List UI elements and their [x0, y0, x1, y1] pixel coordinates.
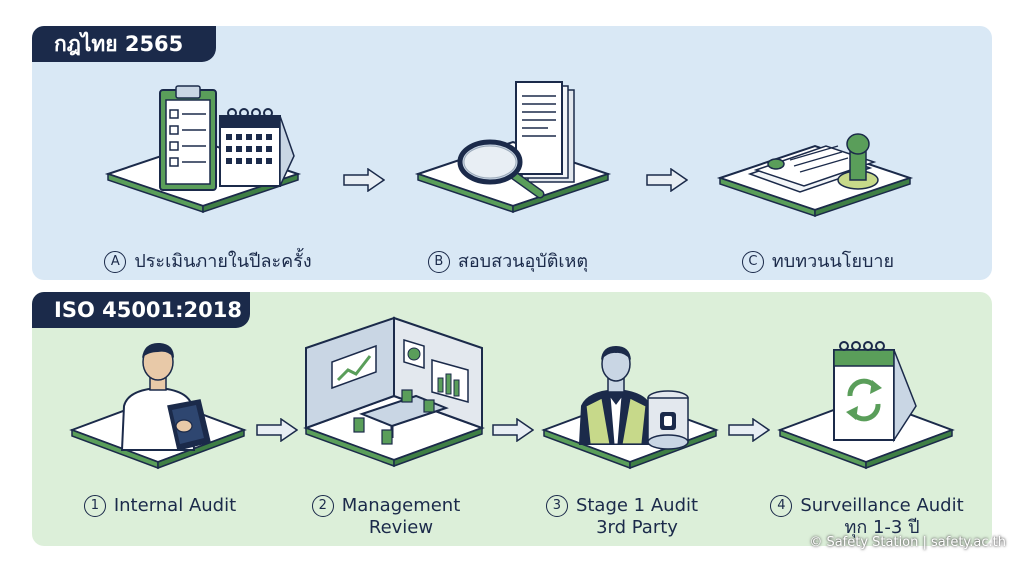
step-b-text: สอบสวนอุบัติเหตุ [457, 251, 589, 272]
step-2-label: 2 Management Review [296, 495, 476, 539]
step-4-illustration [777, 330, 956, 470]
step-c-label: C ทบทวนนโยบาย [718, 251, 918, 273]
documents-magnifier-icon [414, 81, 612, 214]
arrow-right-icon [728, 418, 770, 442]
step-4-badge: 4 [770, 495, 793, 517]
step-1-badge: 1 [83, 495, 106, 517]
policy-stamp-icon [716, 133, 914, 218]
step-c-text: ทบทวนนโยบาย [771, 251, 895, 272]
step-1-label: 1 Internal Audit [60, 495, 260, 517]
step-3-badge: 3 [545, 495, 568, 517]
step-c-illustration [716, 130, 920, 220]
step-4-line2: ทุก 1-3 ปี [844, 517, 920, 538]
step-2-illustration [303, 316, 486, 468]
meeting-room-icon [303, 316, 485, 468]
step-b-badge: B [427, 251, 450, 273]
step-c-badge: C [741, 251, 764, 273]
step-a-text: ประเมินภายในปีละครั้ง [134, 251, 312, 272]
arrow-right-icon [256, 418, 298, 442]
step-b-illustration [414, 81, 618, 214]
thai-law-title: กฎไทย 2565 [32, 26, 216, 62]
step-4-label: 4 Surveillance Audit ทุก 1-3 ปี [752, 495, 982, 539]
auditor-clipboard-icon [69, 342, 247, 470]
step-2-line1: Management [341, 495, 461, 516]
step-a-label: A ประเมินภายในปีละครั้ง [70, 251, 346, 273]
step-3-illustration [541, 340, 720, 470]
credit-text: © Safety Station | safety.ac.th [809, 535, 1006, 550]
step-1-line1: Internal Audit [113, 495, 237, 516]
recurring-calendar-icon [777, 341, 955, 470]
step-2-badge: 2 [311, 495, 334, 517]
clipboard-calendar-icon [104, 85, 302, 214]
step-a-illustration [104, 85, 308, 214]
step-3-line2: 3rd Party [596, 517, 678, 538]
step-b-label: B สอบสวนอุบัติเหตุ [398, 251, 618, 273]
inspector-certificate-icon [541, 346, 719, 470]
step-2-line2: Review [368, 517, 434, 538]
arrow-right-icon [492, 418, 534, 442]
arrow-right-icon [343, 168, 385, 192]
step-1-illustration [69, 340, 248, 470]
step-3-label: 3 Stage 1 Audit 3rd Party [532, 495, 712, 539]
iso-title: ISO 45001:2018 [32, 292, 250, 328]
step-4-line1: Surveillance Audit [800, 495, 964, 516]
arrow-right-icon [646, 168, 688, 192]
step-a-badge: A [104, 251, 127, 273]
step-3-line1: Stage 1 Audit [575, 495, 699, 516]
